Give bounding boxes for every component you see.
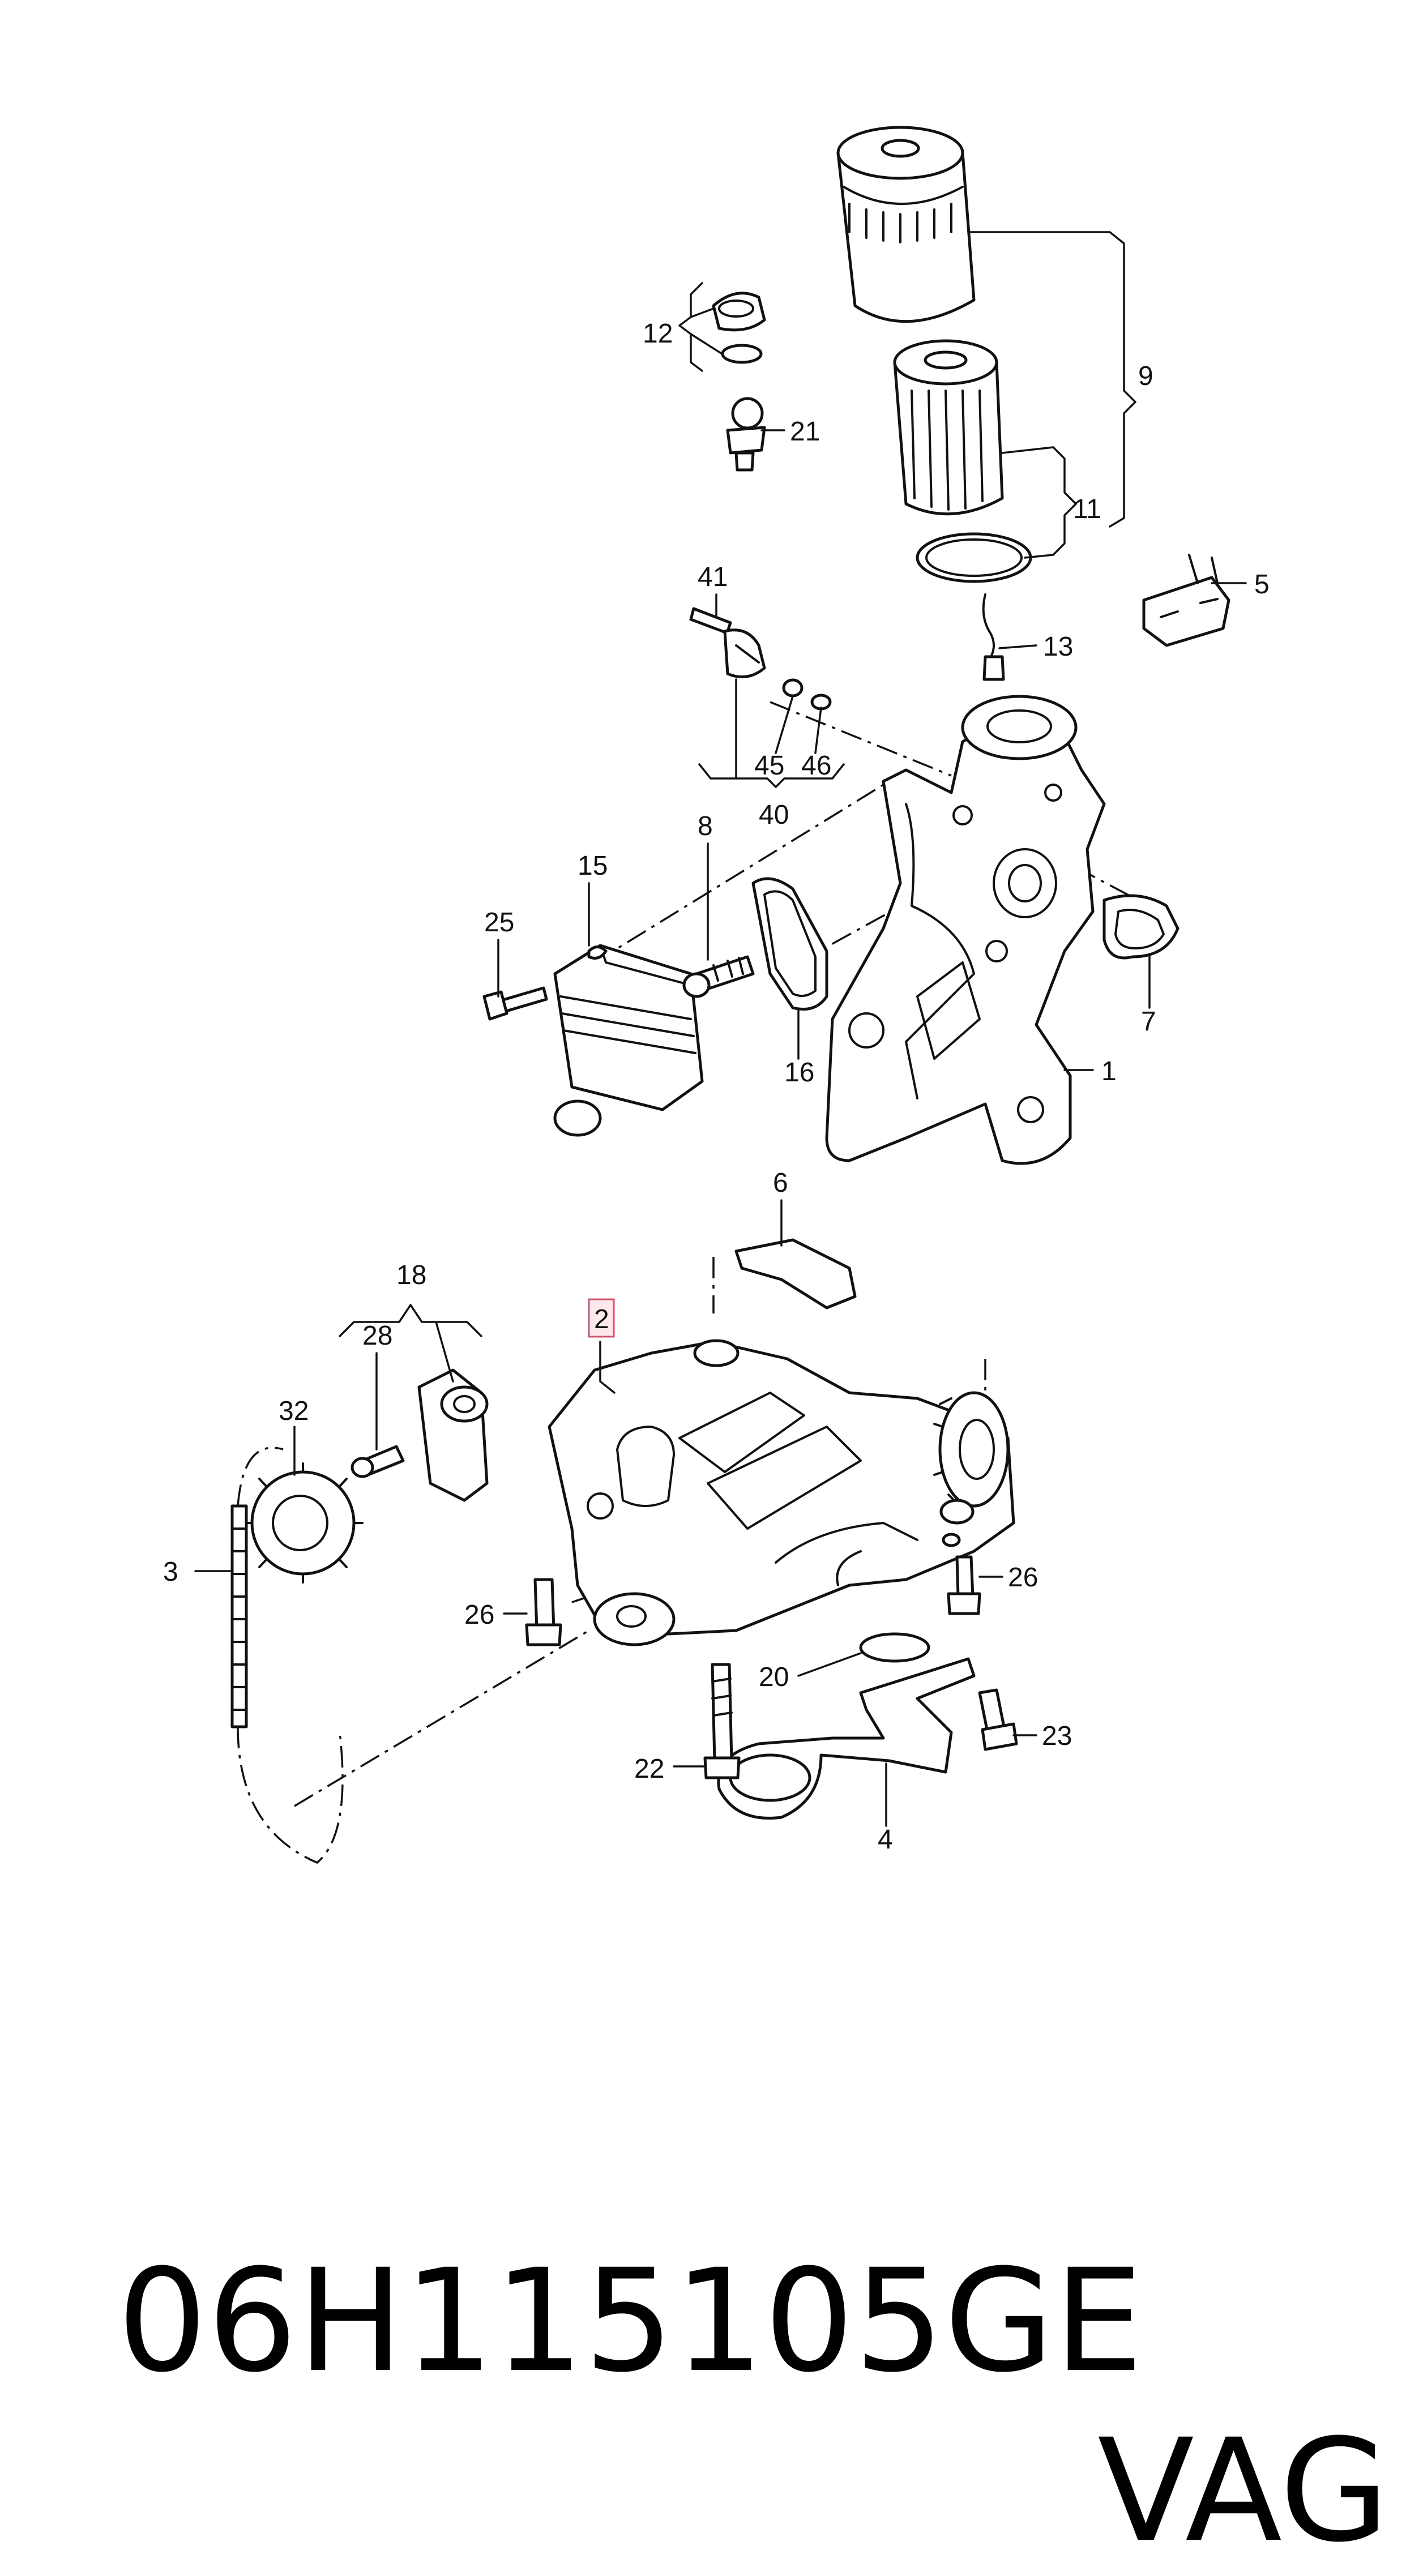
callout-2-highlighted: 2 bbox=[594, 1304, 609, 1334]
highlight-box bbox=[588, 1298, 615, 1338]
callout-26-left: 26 bbox=[464, 1600, 494, 1630]
callout-4: 4 bbox=[878, 1825, 893, 1855]
bracket-clip-part bbox=[1142, 554, 1230, 647]
filler-cap-part bbox=[712, 292, 766, 364]
callout-18: 18 bbox=[396, 1260, 426, 1290]
callout-45: 45 bbox=[754, 751, 784, 781]
callout-28: 28 bbox=[362, 1321, 392, 1351]
bolt-26-right-part bbox=[947, 1555, 981, 1615]
filter-element-part bbox=[893, 339, 1032, 583]
callout-13: 13 bbox=[1043, 632, 1073, 662]
pickup-tube-part bbox=[717, 1632, 976, 1820]
bolt-26-left-part bbox=[525, 1578, 562, 1646]
valve-8-part bbox=[682, 955, 755, 998]
drive-chain-part bbox=[230, 1447, 344, 1864]
oil-cooler-part bbox=[553, 944, 704, 1137]
chain-tensioner-part bbox=[351, 1368, 489, 1502]
callout-20: 20 bbox=[759, 1662, 789, 1692]
callout-41: 41 bbox=[698, 562, 728, 592]
callout-25: 25 bbox=[484, 908, 514, 938]
oil-filter-housing-part bbox=[836, 126, 976, 323]
sensor-part bbox=[982, 593, 1005, 681]
callout-12: 12 bbox=[643, 319, 673, 349]
callout-32: 32 bbox=[279, 1396, 309, 1426]
exploded-parts-diagram: 9 11 12 21 13 5 41 45 46 40 8 15 25 7 1 … bbox=[163, 126, 1270, 1864]
bolt-25-part bbox=[482, 986, 548, 1021]
oil-pump-part bbox=[548, 1339, 1015, 1646]
bolt-22-part bbox=[703, 1663, 741, 1779]
callout-8: 8 bbox=[698, 811, 713, 841]
part-number: 06H115105GE bbox=[117, 2239, 1144, 2403]
cooler-gasket-part bbox=[751, 877, 828, 1011]
callout-46: 46 bbox=[801, 751, 831, 781]
callout-6: 6 bbox=[773, 1168, 788, 1198]
callout-9: 9 bbox=[1138, 361, 1153, 391]
callout-22: 22 bbox=[634, 1754, 664, 1784]
valve-assembly-parts bbox=[689, 607, 832, 711]
filter-bracket-part bbox=[825, 695, 1106, 1165]
callout-23: 23 bbox=[1042, 1721, 1072, 1751]
callout-16: 16 bbox=[784, 1058, 814, 1088]
callout-5: 5 bbox=[1254, 570, 1270, 600]
callout-1: 1 bbox=[1101, 1056, 1117, 1086]
callout-3: 3 bbox=[163, 1557, 178, 1587]
gasket-part bbox=[1102, 894, 1179, 960]
callout-15: 15 bbox=[578, 851, 608, 881]
callout-40: 40 bbox=[759, 800, 789, 830]
sender-part bbox=[726, 397, 766, 472]
baffle-part bbox=[734, 1238, 857, 1310]
part-number-footer: 06H115105GE VAG bbox=[27, 2066, 1389, 2573]
callout-26-right: 26 bbox=[1008, 1563, 1038, 1593]
callout-labels: 9 11 12 21 13 5 41 45 46 40 8 15 25 7 1 … bbox=[163, 319, 1270, 1855]
leader-lines bbox=[194, 231, 1247, 1827]
callout-11: 11 bbox=[1073, 494, 1101, 524]
callout-7: 7 bbox=[1141, 1007, 1156, 1037]
callout-21: 21 bbox=[790, 417, 820, 447]
crank-sprocket-part bbox=[242, 1462, 364, 1584]
bolt-23-part bbox=[978, 1688, 1018, 1751]
brand-name: VAG bbox=[1097, 2408, 1390, 2573]
